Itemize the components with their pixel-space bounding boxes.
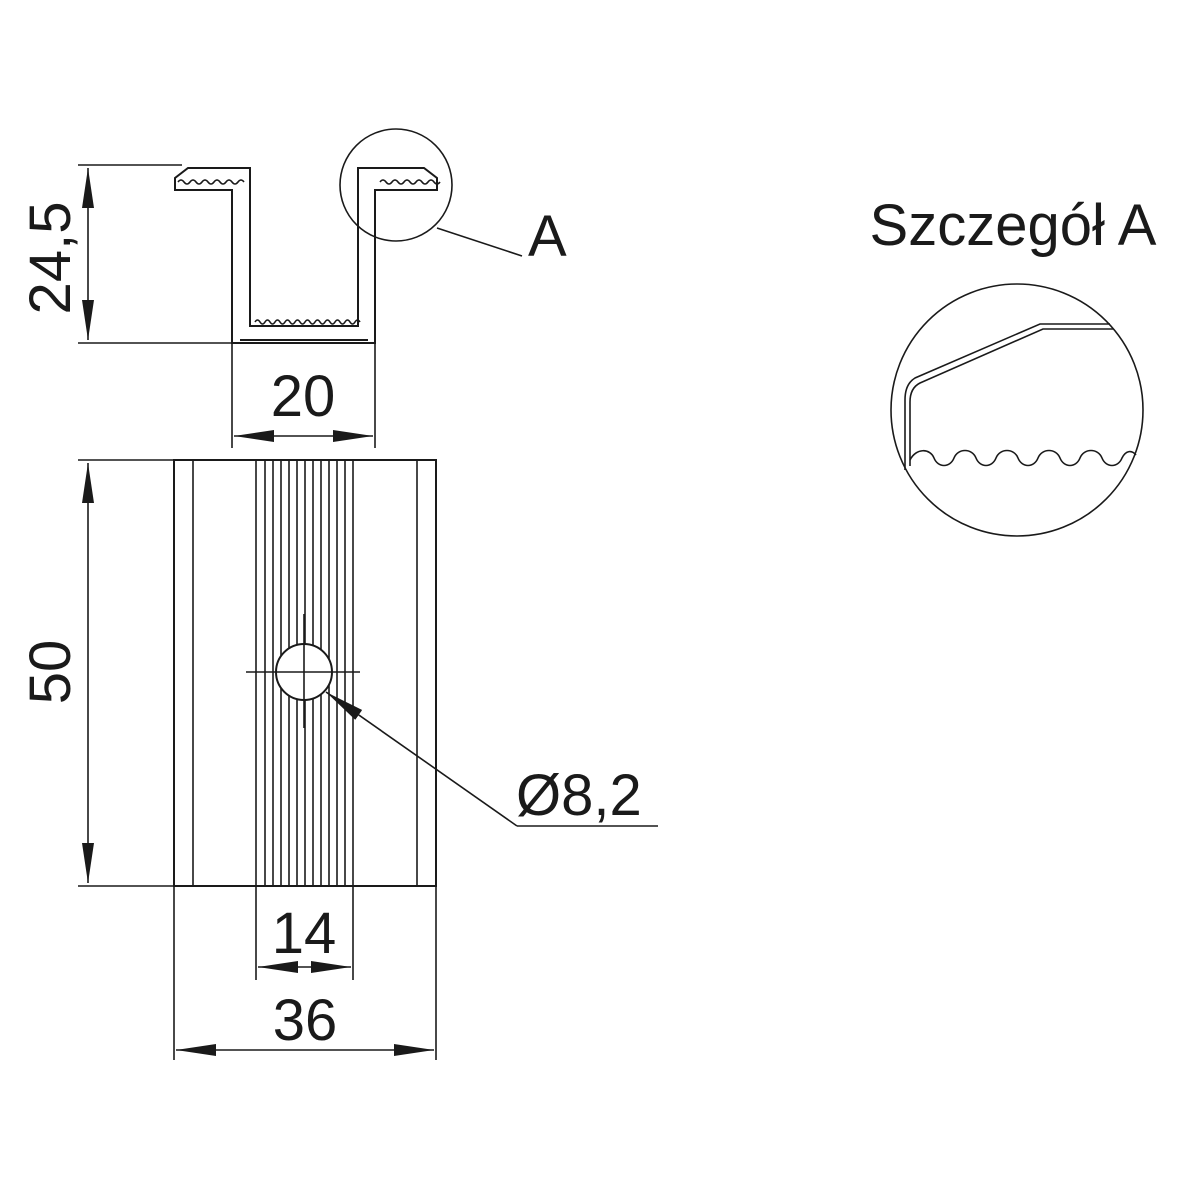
detail-a-flange-upper-inner bbox=[909, 328, 1113, 466]
hole-diameter-label: Ø8,2 bbox=[516, 763, 642, 828]
profile-outline bbox=[174, 167, 438, 344]
left-flange-serration bbox=[177, 179, 245, 185]
detail-a-label: A bbox=[528, 204, 567, 269]
detail-a-circle bbox=[339, 128, 453, 242]
height-dimension-label: 24,5 bbox=[18, 202, 83, 315]
detail-a-serration bbox=[909, 449, 1137, 467]
hole-leader bbox=[325, 691, 518, 827]
total-dimension-label: 36 bbox=[273, 988, 338, 1053]
detail-a-view: Szczegół A bbox=[870, 193, 1157, 537]
length-dimension-label: 50 bbox=[18, 640, 83, 705]
plan-view: Ø8,2 50 14 36 bbox=[18, 459, 658, 1060]
profile-view: A 24,5 20 bbox=[18, 128, 567, 448]
detail-a-leader bbox=[436, 227, 523, 257]
detail-a-flange-upper bbox=[904, 323, 1110, 470]
detail-a-title: Szczegół A bbox=[870, 193, 1157, 258]
base-serration bbox=[254, 319, 361, 325]
groove-dimension-label: 14 bbox=[272, 901, 337, 966]
slot-dimension-label: 20 bbox=[271, 364, 336, 429]
right-flange-serration bbox=[379, 179, 441, 185]
detail-a-magnified-circle bbox=[890, 283, 1144, 537]
